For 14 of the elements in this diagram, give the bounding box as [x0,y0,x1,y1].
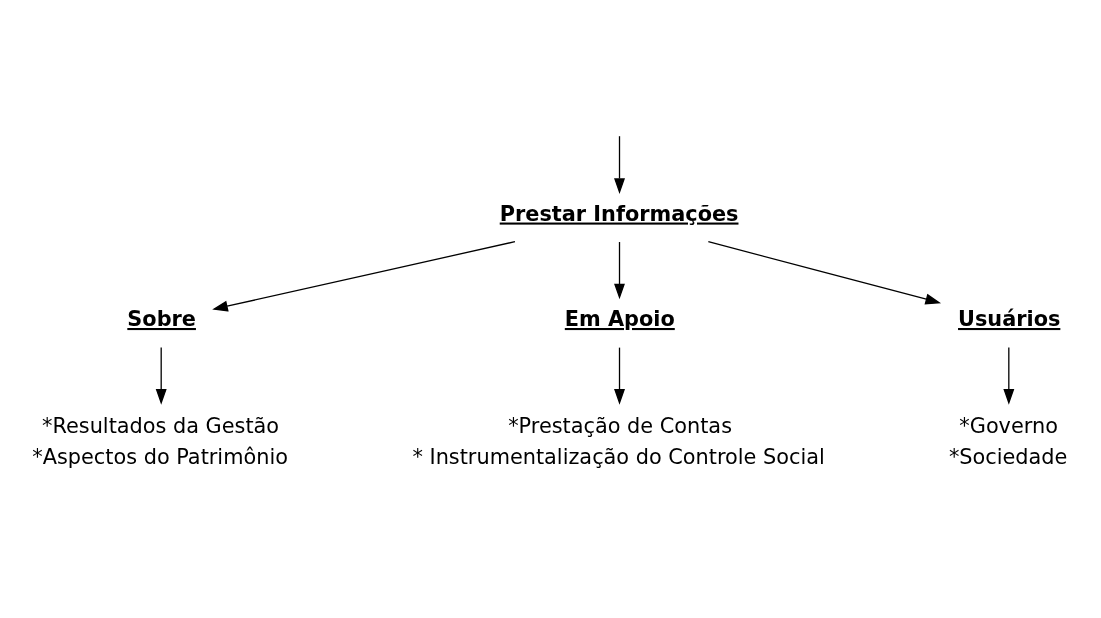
arrow [614,135,625,194]
node-text: Em Apoio [564,306,675,331]
node-text: Sobre [127,306,196,331]
arrow [1003,346,1015,405]
arrow [614,346,625,405]
node-text: *Resultados da Gestão *Aspectos do Patrimônio [32,413,288,469]
arrow [614,240,625,299]
arrow [212,240,516,311]
node-text: Prestar Informações [499,201,739,226]
node-text: *Prestação de Contas * Instrumentalização do Controle Social [412,413,825,469]
node-text: *Governo *Sociedade [948,413,1068,469]
arrow [155,346,167,405]
arrow [707,240,942,304]
node-text: Usuários [958,306,1061,331]
